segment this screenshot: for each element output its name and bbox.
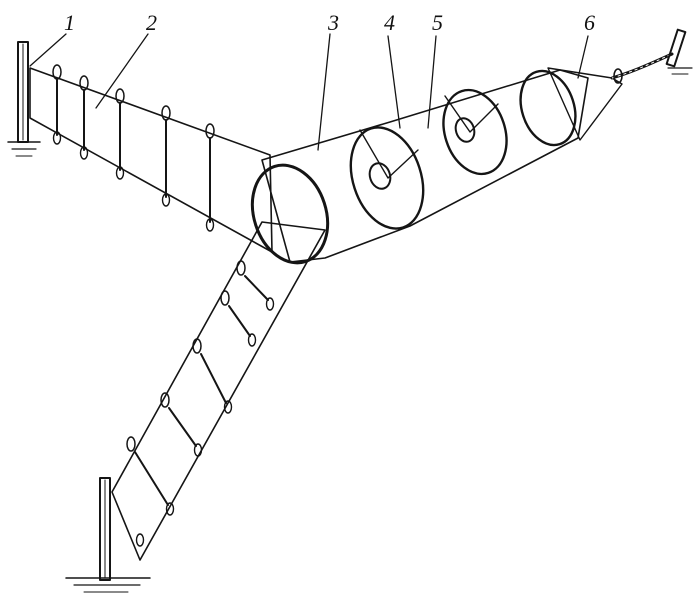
trap-hoops [250,69,577,265]
label-5: 5 [432,10,443,35]
inner-funnels [359,95,499,190]
label-6: 6 [584,10,595,35]
lower-wing-floats [126,260,246,452]
label-2: 2 [146,10,157,35]
lower-wing-net [111,221,326,561]
tail-rope [610,28,693,84]
upper-wing-net [29,64,273,253]
upper-stake [7,41,41,157]
leader-lines [29,33,589,151]
part-labels: 1 2 3 4 5 6 [64,10,595,35]
label-1: 1 [64,10,75,35]
upper-wing-staves [52,79,215,232]
label-3: 3 [327,10,339,35]
label-4: 4 [384,10,395,35]
lower-stake [65,477,151,593]
upper-wing-floats [52,64,215,139]
lower-wing-staves [134,275,275,547]
trap-body [250,67,623,265]
